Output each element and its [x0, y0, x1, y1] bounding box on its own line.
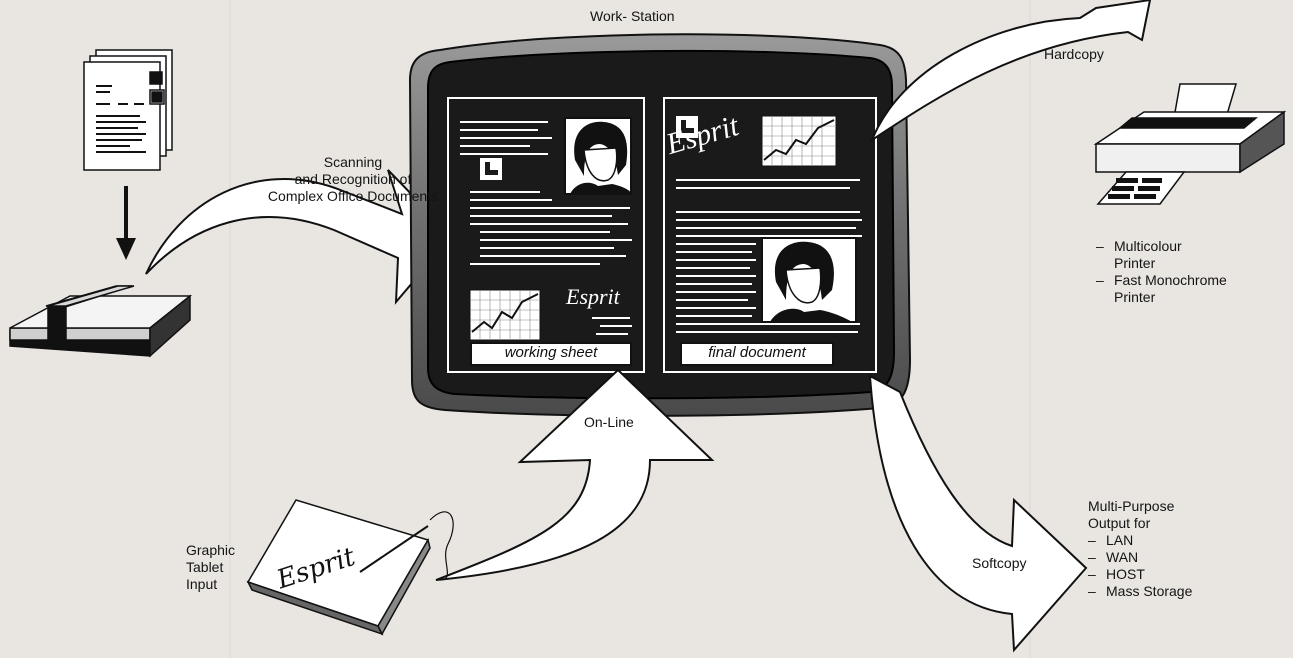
- multipurpose-block: Multi-Purpose Output for LAN WAN HOST Ma…: [1088, 498, 1192, 600]
- multipurpose-title-line-2: Output for: [1088, 515, 1151, 531]
- printer-list-item: Fast Monochrome Printer: [1096, 272, 1276, 306]
- esprit-logo-icon: [480, 158, 502, 180]
- hardcopy-label: Hardcopy: [1044, 46, 1104, 62]
- printer-icon: [1093, 83, 1287, 205]
- online-arrow: [435, 368, 715, 581]
- scanner-icon: [9, 285, 193, 358]
- scanning-label-line-3: Complex Office Documents: [267, 188, 439, 204]
- multipurpose-list-item: WAN: [1088, 549, 1192, 566]
- line-chart-icon: [469, 289, 541, 341]
- hardcopy-arrow: [869, 0, 1152, 143]
- workstation-title: Work- Station: [590, 8, 675, 24]
- tablet-label-line-3: Input: [186, 576, 218, 592]
- multipurpose-title-line-1: Multi-Purpose: [1088, 498, 1175, 514]
- tablet-label-line-1: Graphic: [186, 542, 236, 558]
- graphic-tablet-icon: [246, 499, 454, 636]
- multipurpose-list-item: HOST: [1088, 566, 1192, 583]
- line-chart-icon-2: [761, 115, 837, 167]
- multipurpose-list-item: Mass Storage: [1088, 583, 1192, 600]
- online-label: On-Line: [584, 414, 634, 430]
- printer-list-item: Multicolour Printer: [1096, 238, 1276, 272]
- tablet-label-line-2: Tablet: [186, 559, 224, 575]
- softcopy-arrow: [868, 374, 1088, 653]
- final-document-caption: final document: [680, 342, 834, 366]
- final-document-page: [663, 97, 877, 373]
- softcopy-label: Softcopy: [972, 555, 1027, 571]
- portrait-icon-2: [761, 237, 857, 323]
- portrait-icon: [564, 117, 632, 195]
- working-sheet-caption: working sheet: [470, 342, 632, 366]
- esprit-logo-text-left: Esprit: [566, 284, 620, 309]
- down-arrow-icon: [116, 186, 136, 260]
- paper-documents-icon: [83, 49, 173, 171]
- scanning-label-line-1: Scanning: [323, 154, 383, 170]
- multipurpose-list-item: LAN: [1088, 532, 1192, 549]
- multipurpose-list: LAN WAN HOST Mass Storage: [1088, 532, 1192, 600]
- printer-list: Multicolour Printer Fast Monochrome Prin…: [1096, 238, 1276, 306]
- tablet-label: Graphic Tablet Input: [186, 542, 235, 593]
- scanning-label-line-2: and Recognition of: [294, 171, 412, 187]
- working-sheet-page: [447, 97, 645, 373]
- scanning-label: Scanning and Recognition of Complex Offi…: [248, 154, 458, 205]
